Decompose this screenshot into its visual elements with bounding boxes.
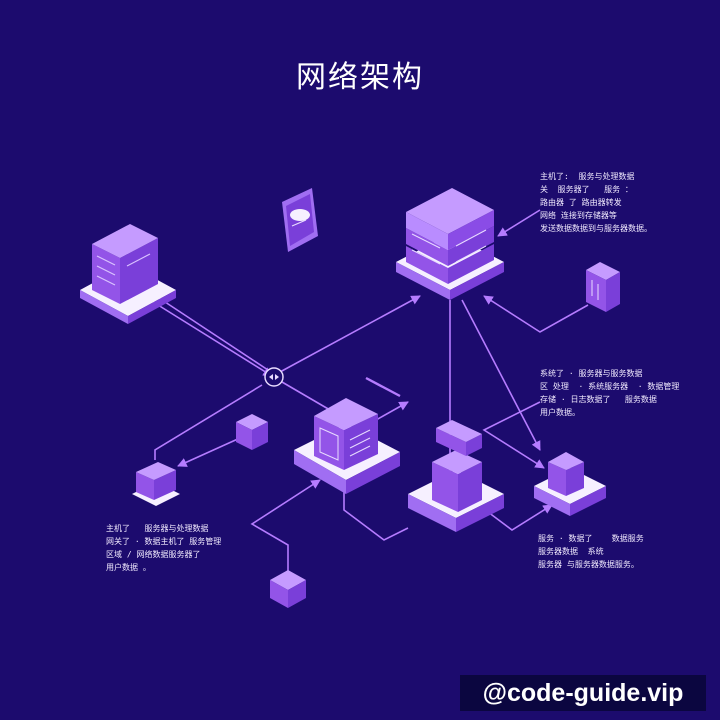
- connector-note-to-right-node: [482, 401, 545, 469]
- connector-hub-to-router: [279, 295, 421, 373]
- connector-server-to-hub-2: [155, 295, 269, 371]
- connector-bottom-cube-to-center: [250, 479, 321, 572]
- server-node-left: [80, 224, 176, 324]
- storage-node-right: [586, 262, 620, 312]
- connector-storage-to-router: [483, 295, 589, 333]
- hub-node: [264, 367, 284, 387]
- connector-accent: [365, 376, 401, 398]
- connector-hub-to-left-device: [154, 384, 263, 460]
- building-node: [408, 420, 504, 532]
- router-port-lights-icon: [411, 229, 487, 265]
- connector-cube-to-left-device: [177, 437, 241, 467]
- document-icon: [319, 427, 371, 461]
- connector-server-to-hub: [149, 299, 273, 377]
- bottom-cube-node: [270, 570, 306, 608]
- cloud-tablet-icon: [282, 188, 318, 252]
- note-bottom-left: 主机了 服务器与处理数据 网关了 · 数据主机了 服务管理 区域 / 网络数据服…: [106, 524, 222, 572]
- connector-building-to-right: [487, 504, 553, 531]
- right-node: [534, 452, 606, 516]
- connector-hub-to-center: [281, 381, 331, 411]
- connector-router-to-right-node: [461, 299, 541, 451]
- router-node-stack: [396, 188, 504, 300]
- connector-center-to-building-top: [375, 401, 409, 421]
- diagram-title: 网络架构: [296, 60, 424, 95]
- note-top-right: 主机了: 服务与处理数据 关 服务器了 服务 ： 路由器 了 路由器转发 网络 …: [540, 172, 652, 233]
- connection-lines: [149, 209, 589, 572]
- connector-note-to-router: [497, 209, 541, 237]
- center-node: [294, 398, 400, 494]
- note-middle-right: 系统了 · 服务器与服务数据 区 处理 · 系统服务器 · 数据管理 存储 · …: [540, 369, 680, 417]
- watermark-label: @code-guide.vip: [460, 675, 706, 711]
- client-device-left: [132, 462, 180, 506]
- connector-center-to-building: [343, 490, 409, 541]
- server-rack-slots-icon: [96, 253, 151, 286]
- small-cube-node: [236, 414, 268, 450]
- note-bottom-right: 服务 · 数据了 数据服务 服务器数据 系统 服务器 与服务器数据服务。: [538, 534, 644, 569]
